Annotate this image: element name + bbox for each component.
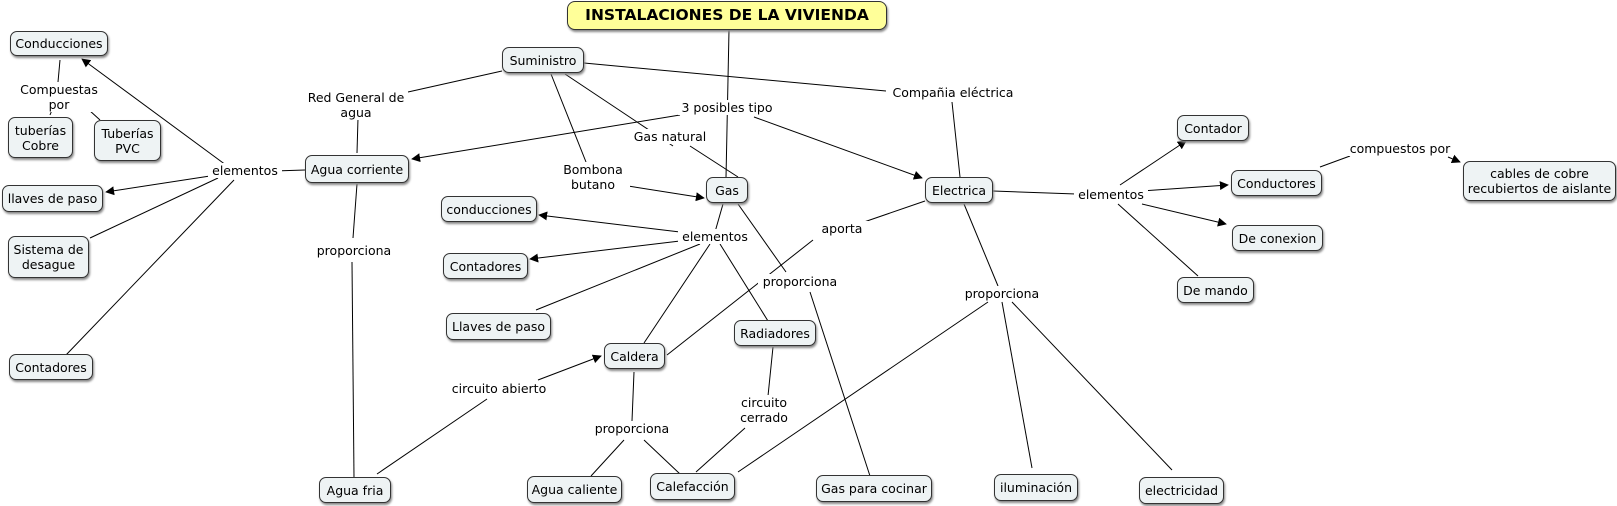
node-gas[interactable]: Gas xyxy=(706,177,748,203)
link-circuito-caldera xyxy=(537,354,602,381)
node-agua-corriente[interactable]: Agua corriente xyxy=(305,155,409,183)
node-gas-para-cocinar[interactable]: Gas para cocinar xyxy=(816,475,932,502)
link-elementos-radiadores xyxy=(719,243,769,322)
link-tres-agua xyxy=(411,114,681,163)
link-elementos-conexion xyxy=(1141,203,1227,227)
link-gasnatural-gas xyxy=(689,145,739,178)
label-compuestos-por: compuestos por xyxy=(1346,141,1454,156)
node-de-mando[interactable]: De mando xyxy=(1177,277,1254,303)
link-caldera-proporciona xyxy=(631,371,635,422)
link-proporciona-iluminacion xyxy=(1001,301,1033,469)
node-suministro[interactable]: Suministro xyxy=(502,47,584,73)
node-cables[interactable]: cables de cobre recubiertos de aislante xyxy=(1463,161,1616,201)
link-fria-circuito xyxy=(376,398,488,475)
link-electrica-elementos xyxy=(992,190,1077,195)
node-calefaccion[interactable]: Calefacción xyxy=(650,473,735,500)
node-de-conexion[interactable]: De conexion xyxy=(1232,225,1323,251)
link-proporciona-caliente xyxy=(590,439,625,477)
link-elementos-mando xyxy=(1117,203,1199,277)
label-bombona: Bombona butano xyxy=(556,162,630,192)
node-electricidad[interactable]: electricidad xyxy=(1139,477,1224,504)
link-radiadores-circuito xyxy=(767,346,774,397)
link-agua-proporciona xyxy=(352,183,358,239)
label-aporta: aporta xyxy=(815,221,869,236)
node-agua-fria[interactable]: Agua fria xyxy=(319,477,391,503)
label-proporciona-agua: proporciona xyxy=(313,243,395,258)
label-elementos-gas: elementos xyxy=(678,229,752,244)
link-elementos-caldera xyxy=(643,243,711,344)
label-proporciona-gas: proporciona xyxy=(758,274,842,289)
node-conducciones[interactable]: Conducciones xyxy=(10,31,108,56)
link-elementos-sistema xyxy=(89,177,219,239)
label-compuestas-por: Compuestas por xyxy=(7,82,111,112)
link-proporciona-cocinar xyxy=(809,291,871,477)
node-iluminacion[interactable]: iluminación xyxy=(994,474,1078,501)
link-tres-electrica xyxy=(753,116,923,180)
link-elementos-llaves-gas xyxy=(535,243,701,311)
link-red-agua xyxy=(356,117,359,154)
node-contadores-left[interactable]: Contadores xyxy=(9,354,93,380)
link-circuito-calefaccion xyxy=(695,427,746,473)
link-proporciona-electricidad xyxy=(1011,301,1173,471)
node-conductores[interactable]: Conductores xyxy=(1231,170,1322,196)
node-radiadores[interactable]: Radiadores xyxy=(734,320,816,346)
node-sistema-desague[interactable]: Sistema de desague xyxy=(8,236,89,278)
label-proporciona-caldera: proporciona xyxy=(590,421,674,436)
link-aporta-caldera xyxy=(666,239,814,356)
link-conductores-compuestos xyxy=(1319,155,1351,168)
link-electrica-aporta xyxy=(863,200,926,223)
label-red-general: Red General de agua xyxy=(304,90,408,120)
node-llaves-de-paso-gas[interactable]: Llaves de paso xyxy=(446,313,551,340)
link-gas-proporciona xyxy=(737,203,787,273)
link-elementos-contador xyxy=(1119,140,1187,186)
node-agua-caliente[interactable]: Agua caliente xyxy=(527,476,622,503)
node-contador[interactable]: Contador xyxy=(1177,115,1249,141)
link-elementos-contadores xyxy=(65,179,235,356)
label-elementos-elec: elementos xyxy=(1074,187,1148,202)
node-llaves-de-paso[interactable]: llaves de paso xyxy=(2,185,103,212)
label-circuito-cerrado: circuito cerrado xyxy=(732,395,796,425)
label-gas-natural: Gas natural xyxy=(628,129,712,144)
link-proporciona-calefaccion xyxy=(643,439,681,475)
node-tuberias-pvc[interactable]: Tuberías PVC xyxy=(94,120,161,161)
link-elementos-conductores xyxy=(1141,181,1229,192)
node-caldera[interactable]: Caldera xyxy=(604,343,665,369)
link-electrica-proporciona xyxy=(963,203,999,287)
link-suministro-bombona xyxy=(550,73,587,163)
node-contadores-gas[interactable]: Contadores xyxy=(443,253,528,279)
label-compania-electrica: Compañia eléctrica xyxy=(886,85,1020,100)
link-proporciona-fria xyxy=(351,261,355,479)
link-suministro-red xyxy=(407,70,503,93)
link-gas-elementos xyxy=(714,203,724,233)
label-elementos-left: elementos xyxy=(208,163,282,178)
link-suministro-compania xyxy=(583,62,887,92)
link-proporciona-calefaccion-elec xyxy=(737,301,989,473)
node-electrica[interactable]: Electrica xyxy=(925,177,993,203)
label-proporciona-elec: proporciona xyxy=(960,286,1044,301)
node-tuberias-cobre[interactable]: tuberías Cobre xyxy=(8,117,73,158)
node-conducciones-gas[interactable]: conducciones xyxy=(441,196,537,222)
label-circuito-abierto: circuito abierto xyxy=(448,381,550,396)
link-elementos-conducciones-gas xyxy=(538,211,681,233)
link-conducciones-compuestas xyxy=(57,59,61,83)
link-compania-electrica xyxy=(951,101,961,178)
link-elementos-conducciones xyxy=(81,58,231,169)
link-compuestos-cables xyxy=(1447,154,1461,164)
link-elementos-llaves xyxy=(105,175,211,196)
link-bombona-gas xyxy=(627,185,705,202)
label-tres-posibles: 3 posibles tipo xyxy=(678,100,776,115)
link-elementos-contadores-gas xyxy=(529,240,681,263)
map-title: INSTALACIONES DE LA VIVIENDA xyxy=(567,1,887,30)
